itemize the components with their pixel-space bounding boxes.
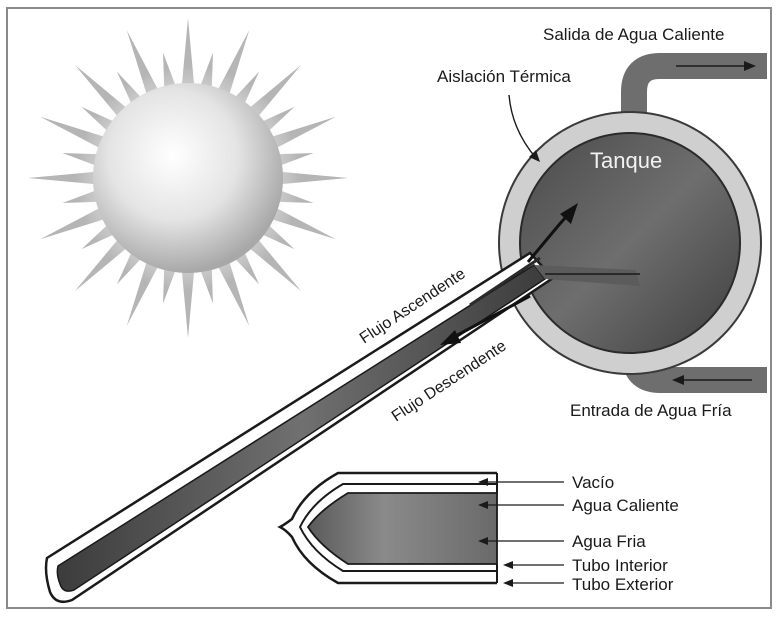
flow-arrow-icon (560, 203, 578, 224)
arrowhead (529, 150, 540, 162)
upward-flow-arrow (526, 203, 578, 263)
hot-water-label: Agua Caliente (572, 496, 679, 515)
insulation-label: Aislación Térmica (437, 67, 571, 86)
storage-tank: Tanque (498, 111, 762, 375)
evacuated-tube (44, 251, 640, 603)
cold-water-inlet-label: Entrada de Agua Fría (570, 401, 732, 420)
vacuum-label: Vacío (572, 473, 614, 492)
tube-detail-section (277, 471, 498, 585)
sun-core (93, 83, 283, 273)
hot-water-outlet-label: Salida de Agua Caliente (543, 25, 724, 44)
outer-tube-label: Tubo Exterior (572, 575, 674, 594)
tank-interior (519, 132, 741, 354)
tank-label: Tanque (590, 148, 662, 173)
flow-arrow-icon (744, 61, 756, 71)
flow-arrow-icon (672, 375, 684, 385)
detail-pointers (478, 478, 564, 587)
hot-water-outlet-pipe (621, 53, 767, 150)
inner-tube (56, 264, 547, 592)
insulation-pointer (508, 94, 537, 159)
flow-arrow-icon (440, 330, 461, 345)
downward-flow-arrow (440, 294, 531, 345)
inner-tube-label: Tubo Interior (572, 556, 668, 575)
detail-water (306, 492, 498, 565)
sun-icon (28, 18, 348, 338)
cold-water-label: Agua Fria (572, 532, 646, 551)
